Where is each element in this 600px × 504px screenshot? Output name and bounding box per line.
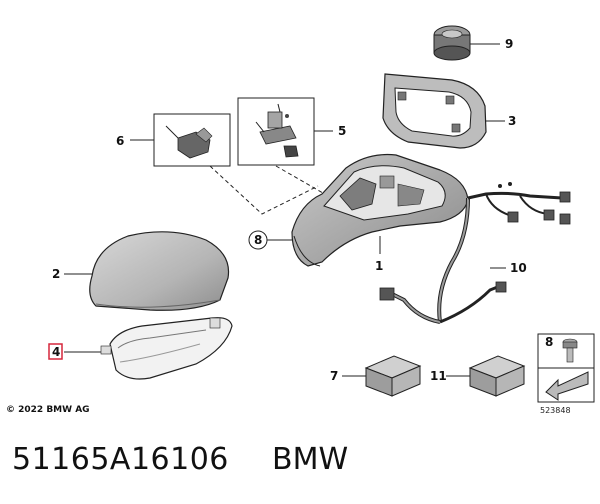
part-7-box — [342, 355, 422, 397]
legend-box — [537, 333, 595, 403]
part-5-box — [237, 97, 333, 166]
callout-4-highlight — [48, 343, 63, 360]
callout-6: 6 — [116, 134, 124, 148]
document-number: 523848 — [540, 406, 571, 415]
callout-9: 9 — [505, 37, 513, 51]
parts-diagram: 9 3 5 6 8 1 10 2 4 7 11 8 — [48, 25, 595, 403]
callout-3: 3 — [508, 114, 516, 128]
callout-8: 8 — [254, 233, 262, 247]
callout-10: 10 — [510, 261, 527, 275]
callout-4: 4 — [52, 345, 60, 359]
legend-callout-8: 8 — [545, 335, 553, 349]
brand-name: BMW — [272, 442, 349, 477]
part-1-mirror-body — [291, 153, 469, 267]
callout-5: 5 — [338, 124, 346, 138]
part-10-harness — [379, 182, 571, 324]
part-number: 51165A16106 — [12, 442, 229, 477]
part-9-motor — [433, 25, 500, 61]
part-3-frame — [382, 73, 505, 149]
part-2-cap — [64, 231, 230, 311]
part-4-turn-signal — [64, 317, 233, 380]
part-6-box — [130, 113, 231, 167]
copyright-text: © 2022 BMW AG — [6, 405, 90, 415]
callout-7: 7 — [330, 369, 338, 383]
part-11-box — [446, 355, 526, 397]
callout-1: 1 — [375, 259, 383, 273]
callout-2: 2 — [52, 267, 60, 281]
part-8-callout — [248, 230, 292, 250]
callout-11: 11 — [430, 369, 447, 383]
